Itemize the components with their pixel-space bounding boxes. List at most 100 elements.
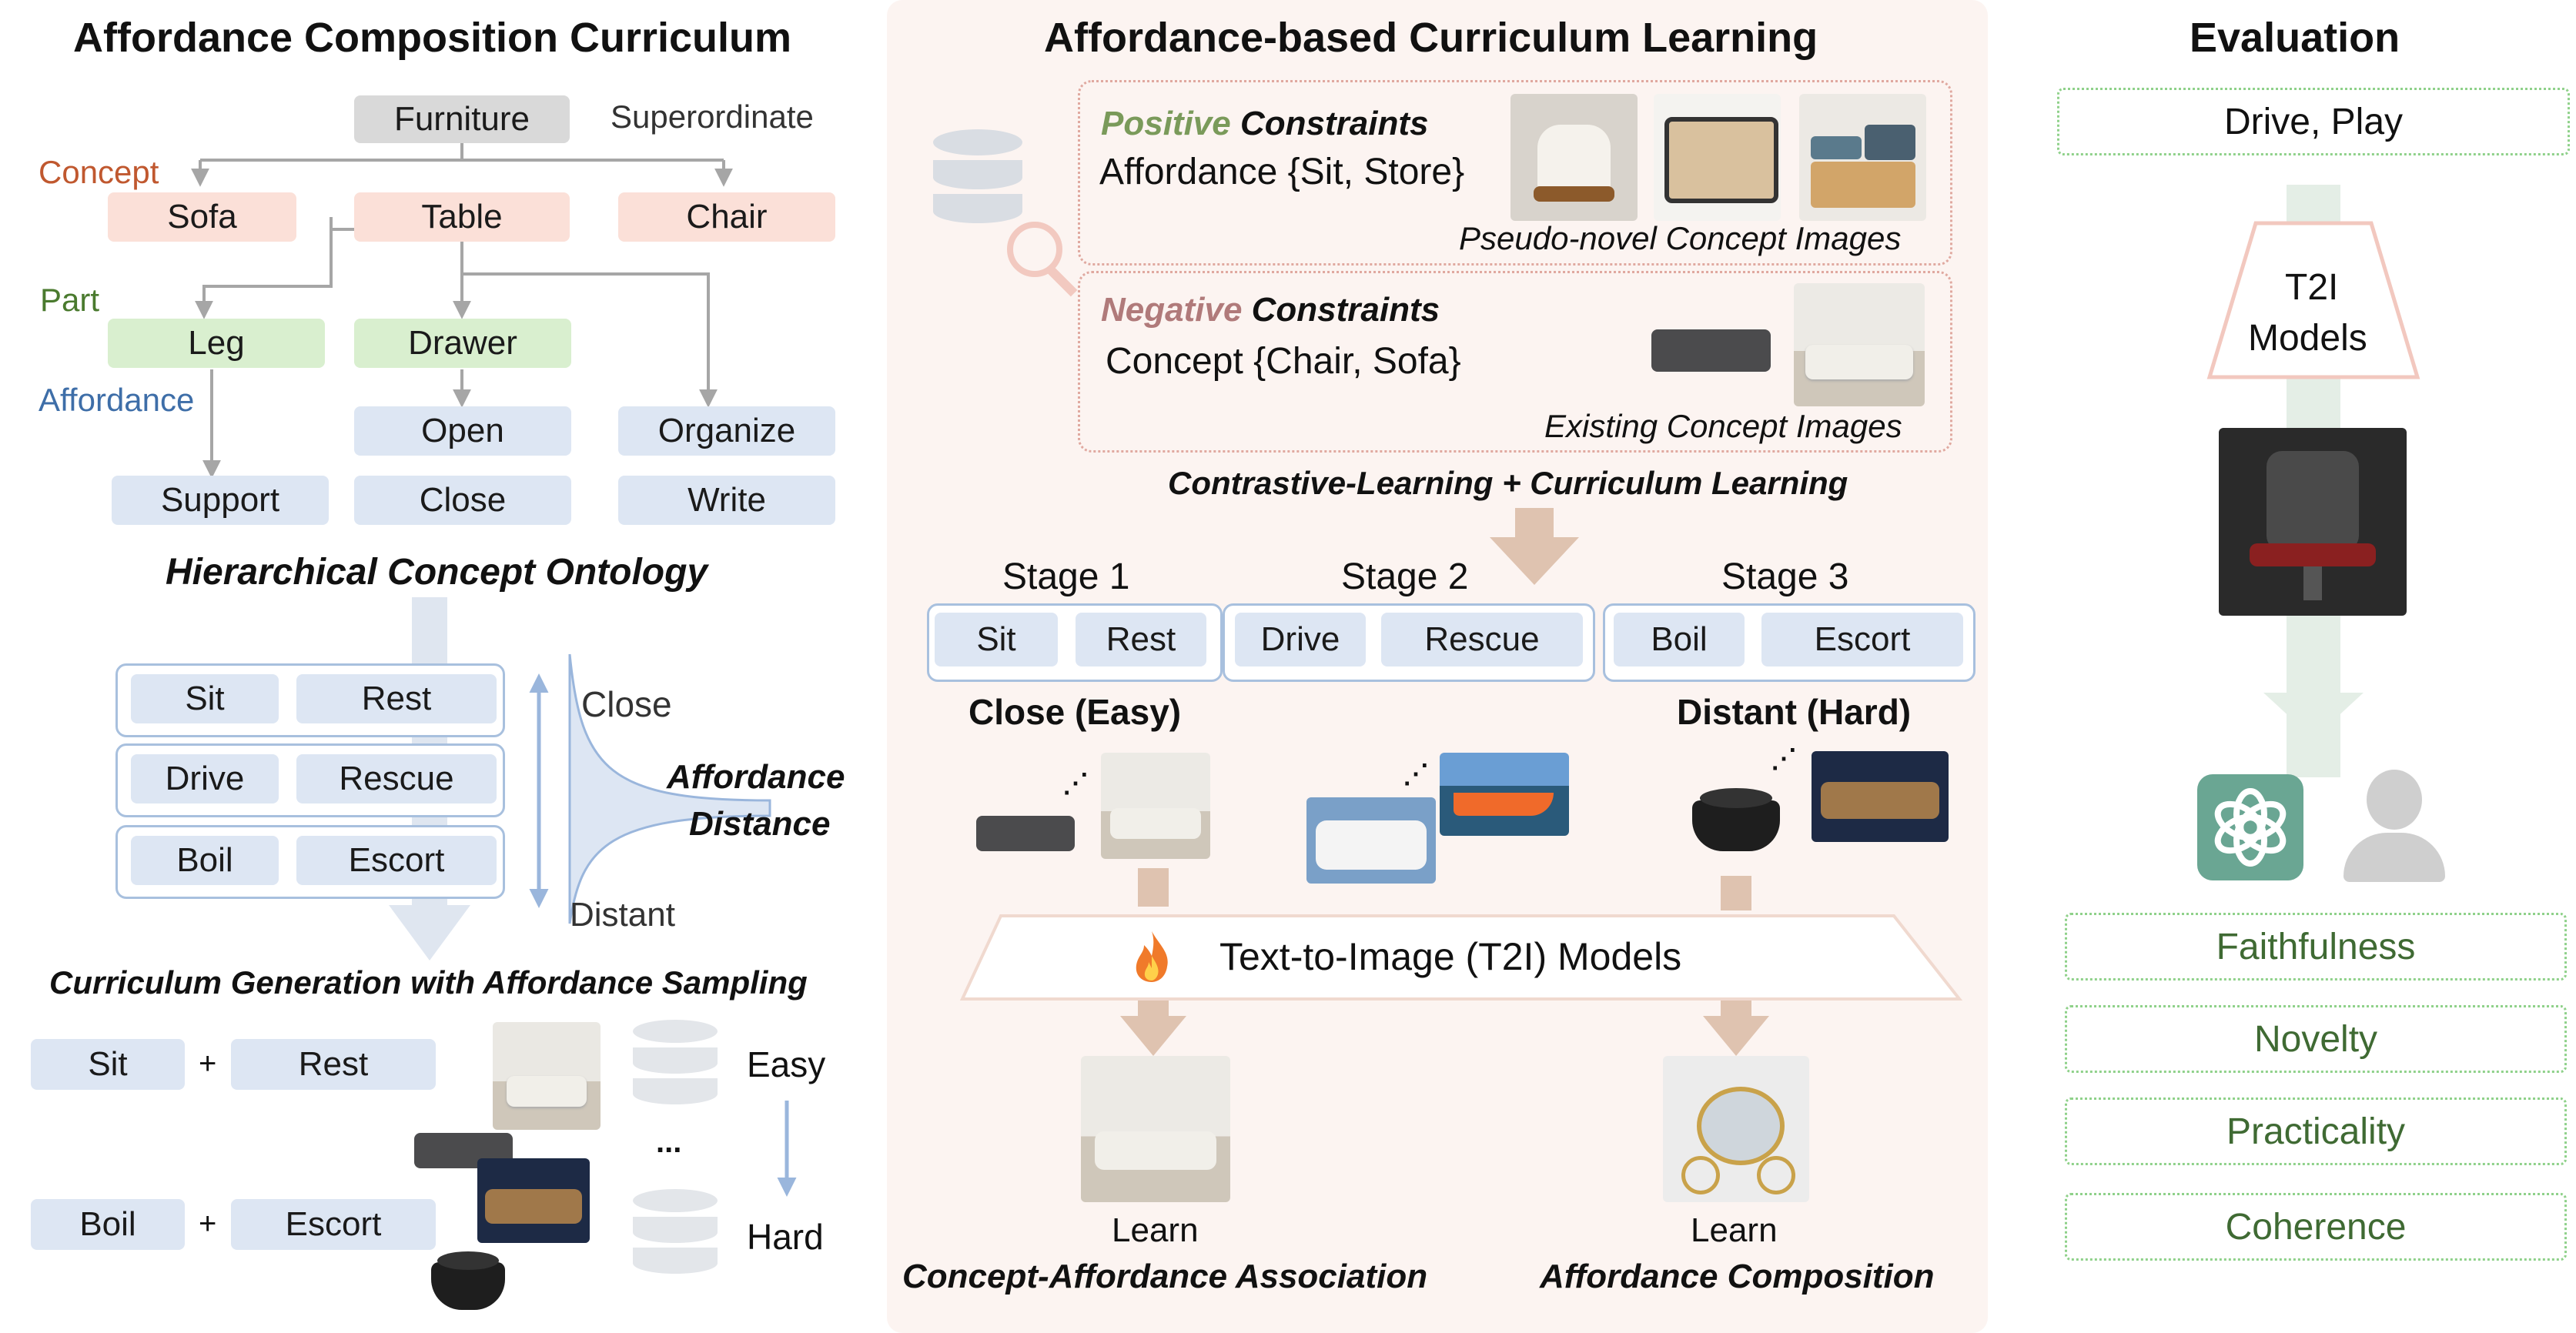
positive-constraints-word: Constraints (1239, 105, 1429, 142)
stage-1-dots: ⋰ (1062, 769, 1089, 798)
pseudo-novel-caption: Pseudo-novel Concept Images (1459, 220, 1902, 256)
learn-1-label: Learn (1112, 1211, 1199, 1249)
eval-t2i-label-1: T2I (2285, 267, 2339, 308)
pair-rescue: Rescue (296, 754, 497, 803)
stage-3-escort: Escort (1761, 613, 1963, 666)
hard-label: Hard (747, 1217, 824, 1257)
affordance-organize: Organize (618, 406, 835, 456)
metric-novelty: Novelty (2065, 1005, 2567, 1073)
superordinate-box: Furniture (354, 95, 570, 143)
stage-1-room-image (1101, 753, 1210, 859)
t2i-models-label: Text-to-Image (T2I) Models (1219, 935, 1682, 978)
sample-sit: Sit (31, 1039, 185, 1090)
negative-constraints-title: Negative Constraints (1101, 291, 1440, 329)
stage-3-boil: Boil (1614, 613, 1745, 666)
learn-2-teapot-image (1663, 1056, 1809, 1202)
negative-constraints-box (1078, 271, 1952, 453)
positive-constraint-text: Affordance {Sit, Store} (1099, 152, 1465, 192)
concept-table: Table (354, 192, 570, 242)
affordance-label: Affordance (38, 382, 195, 418)
stage-2-dots: ⋰ (1403, 760, 1429, 789)
stage-3-label: Stage 3 (1721, 556, 1849, 597)
pseudo-novel-image-2 (1654, 94, 1781, 221)
existing-concept-caption: Existing Concept Images (1544, 408, 1902, 444)
evaluation-generated-chair-image (2219, 428, 2407, 616)
negative-constraints-word: Constraints (1251, 291, 1440, 329)
learn-2-label: Learn (1691, 1211, 1778, 1249)
concept-chair: Chair (618, 192, 835, 242)
pair-escort: Escort (296, 836, 497, 885)
stage-1-sit: Sit (935, 613, 1058, 666)
sample-rest: Rest (231, 1039, 436, 1090)
fire-icon (1132, 930, 1172, 984)
openai-logo-icon (2197, 774, 2303, 880)
sample-image-pot (422, 1241, 514, 1325)
middle-title: Affordance-based Curriculum Learning (1044, 15, 1818, 61)
superordinate-label: Superordinate (611, 99, 814, 135)
stage-2-rescue: Rescue (1381, 613, 1583, 666)
eval-t2i-label-2: Models (2248, 318, 2367, 359)
pair-rest: Rest (296, 674, 497, 723)
learning-caption: Contrastive-Learning + Curriculum Learni… (1168, 465, 1848, 501)
ontology-caption: Hierarchical Concept Ontology (166, 552, 708, 593)
metric-faithfulness: Faithfulness (2065, 913, 2567, 981)
stage-2-boat-image (1440, 753, 1569, 836)
affordance-open: Open (354, 406, 571, 456)
stage-3-dots: ⋰ (1771, 744, 1797, 773)
stage-1-label: Stage 1 (1002, 556, 1130, 597)
positive-constraints-box (1078, 80, 1952, 266)
learn-1-caption: Concept-Affordance Association (902, 1258, 1428, 1295)
pseudo-novel-image-3 (1799, 94, 1926, 221)
affordance-close: Close (354, 476, 571, 525)
part-leg: Leg (108, 319, 325, 368)
database-icon-easy (633, 1020, 718, 1112)
human-avatar-icon (2340, 767, 2448, 882)
affordance-distance-label-2: Distance (689, 805, 831, 843)
sample-boil: Boil (31, 1199, 185, 1250)
stage-1-gray-sofa-image (972, 793, 1079, 870)
database-ellipsis: ... (656, 1125, 682, 1159)
positive-constraints-title: Positive Constraints (1101, 105, 1428, 143)
affordance-support: Support (112, 476, 329, 525)
pair-boil: Boil (131, 836, 279, 885)
easy-label: Easy (747, 1044, 826, 1084)
left-title: Affordance Composition Curriculum (73, 15, 792, 61)
plus-1: + (199, 1047, 217, 1081)
concept-label: Concept (38, 154, 159, 190)
database-search-icon (933, 129, 1087, 297)
evaluation-prompt-box: Drive, Play (2057, 88, 2570, 155)
learn-1-room-image (1081, 1056, 1230, 1202)
right-title: Evaluation (2190, 15, 2400, 61)
stage-1-rest: Rest (1076, 613, 1206, 666)
curriculum-caption: Curriculum Generation with Affordance Sa… (49, 964, 808, 1001)
sample-image-sofa-room (493, 1022, 601, 1130)
part-drawer: Drawer (354, 319, 571, 368)
close-easy-label: Close (Easy) (969, 692, 1182, 732)
concept-sofa: Sofa (108, 192, 296, 242)
existing-concept-sofa-image (1644, 306, 1778, 391)
stage-2-van-image (1306, 797, 1436, 884)
existing-concept-room-image (1794, 283, 1925, 406)
negative-constraint-text: Concept {Chair, Sofa} (1106, 341, 1461, 382)
learn-2-caption: Affordance Composition (1540, 1258, 1935, 1295)
metric-coherence: Coherence (2065, 1193, 2567, 1261)
affordance-write: Write (618, 476, 835, 525)
stage-3-pot-image (1678, 777, 1794, 862)
pseudo-novel-image-1 (1510, 94, 1638, 221)
sample-image-bus (477, 1158, 590, 1243)
stage-2-drive: Drive (1235, 613, 1366, 666)
pair-sit: Sit (131, 674, 279, 723)
close-label: Close (581, 684, 672, 724)
part-label: Part (40, 282, 100, 318)
stage-3-bus-image (1812, 751, 1949, 842)
positive-word: Positive (1101, 105, 1231, 142)
distant-label: Distant (570, 896, 675, 934)
negative-word: Negative (1101, 291, 1243, 329)
stage-2-label: Stage 2 (1341, 556, 1469, 597)
database-icon-hard (633, 1189, 718, 1281)
metric-practicality: Practicality (2065, 1097, 2567, 1165)
distant-hard-label: Distant (Hard) (1677, 692, 1912, 732)
sample-escort: Escort (231, 1199, 436, 1250)
affordance-distance-label-1: Affordance (667, 758, 845, 796)
